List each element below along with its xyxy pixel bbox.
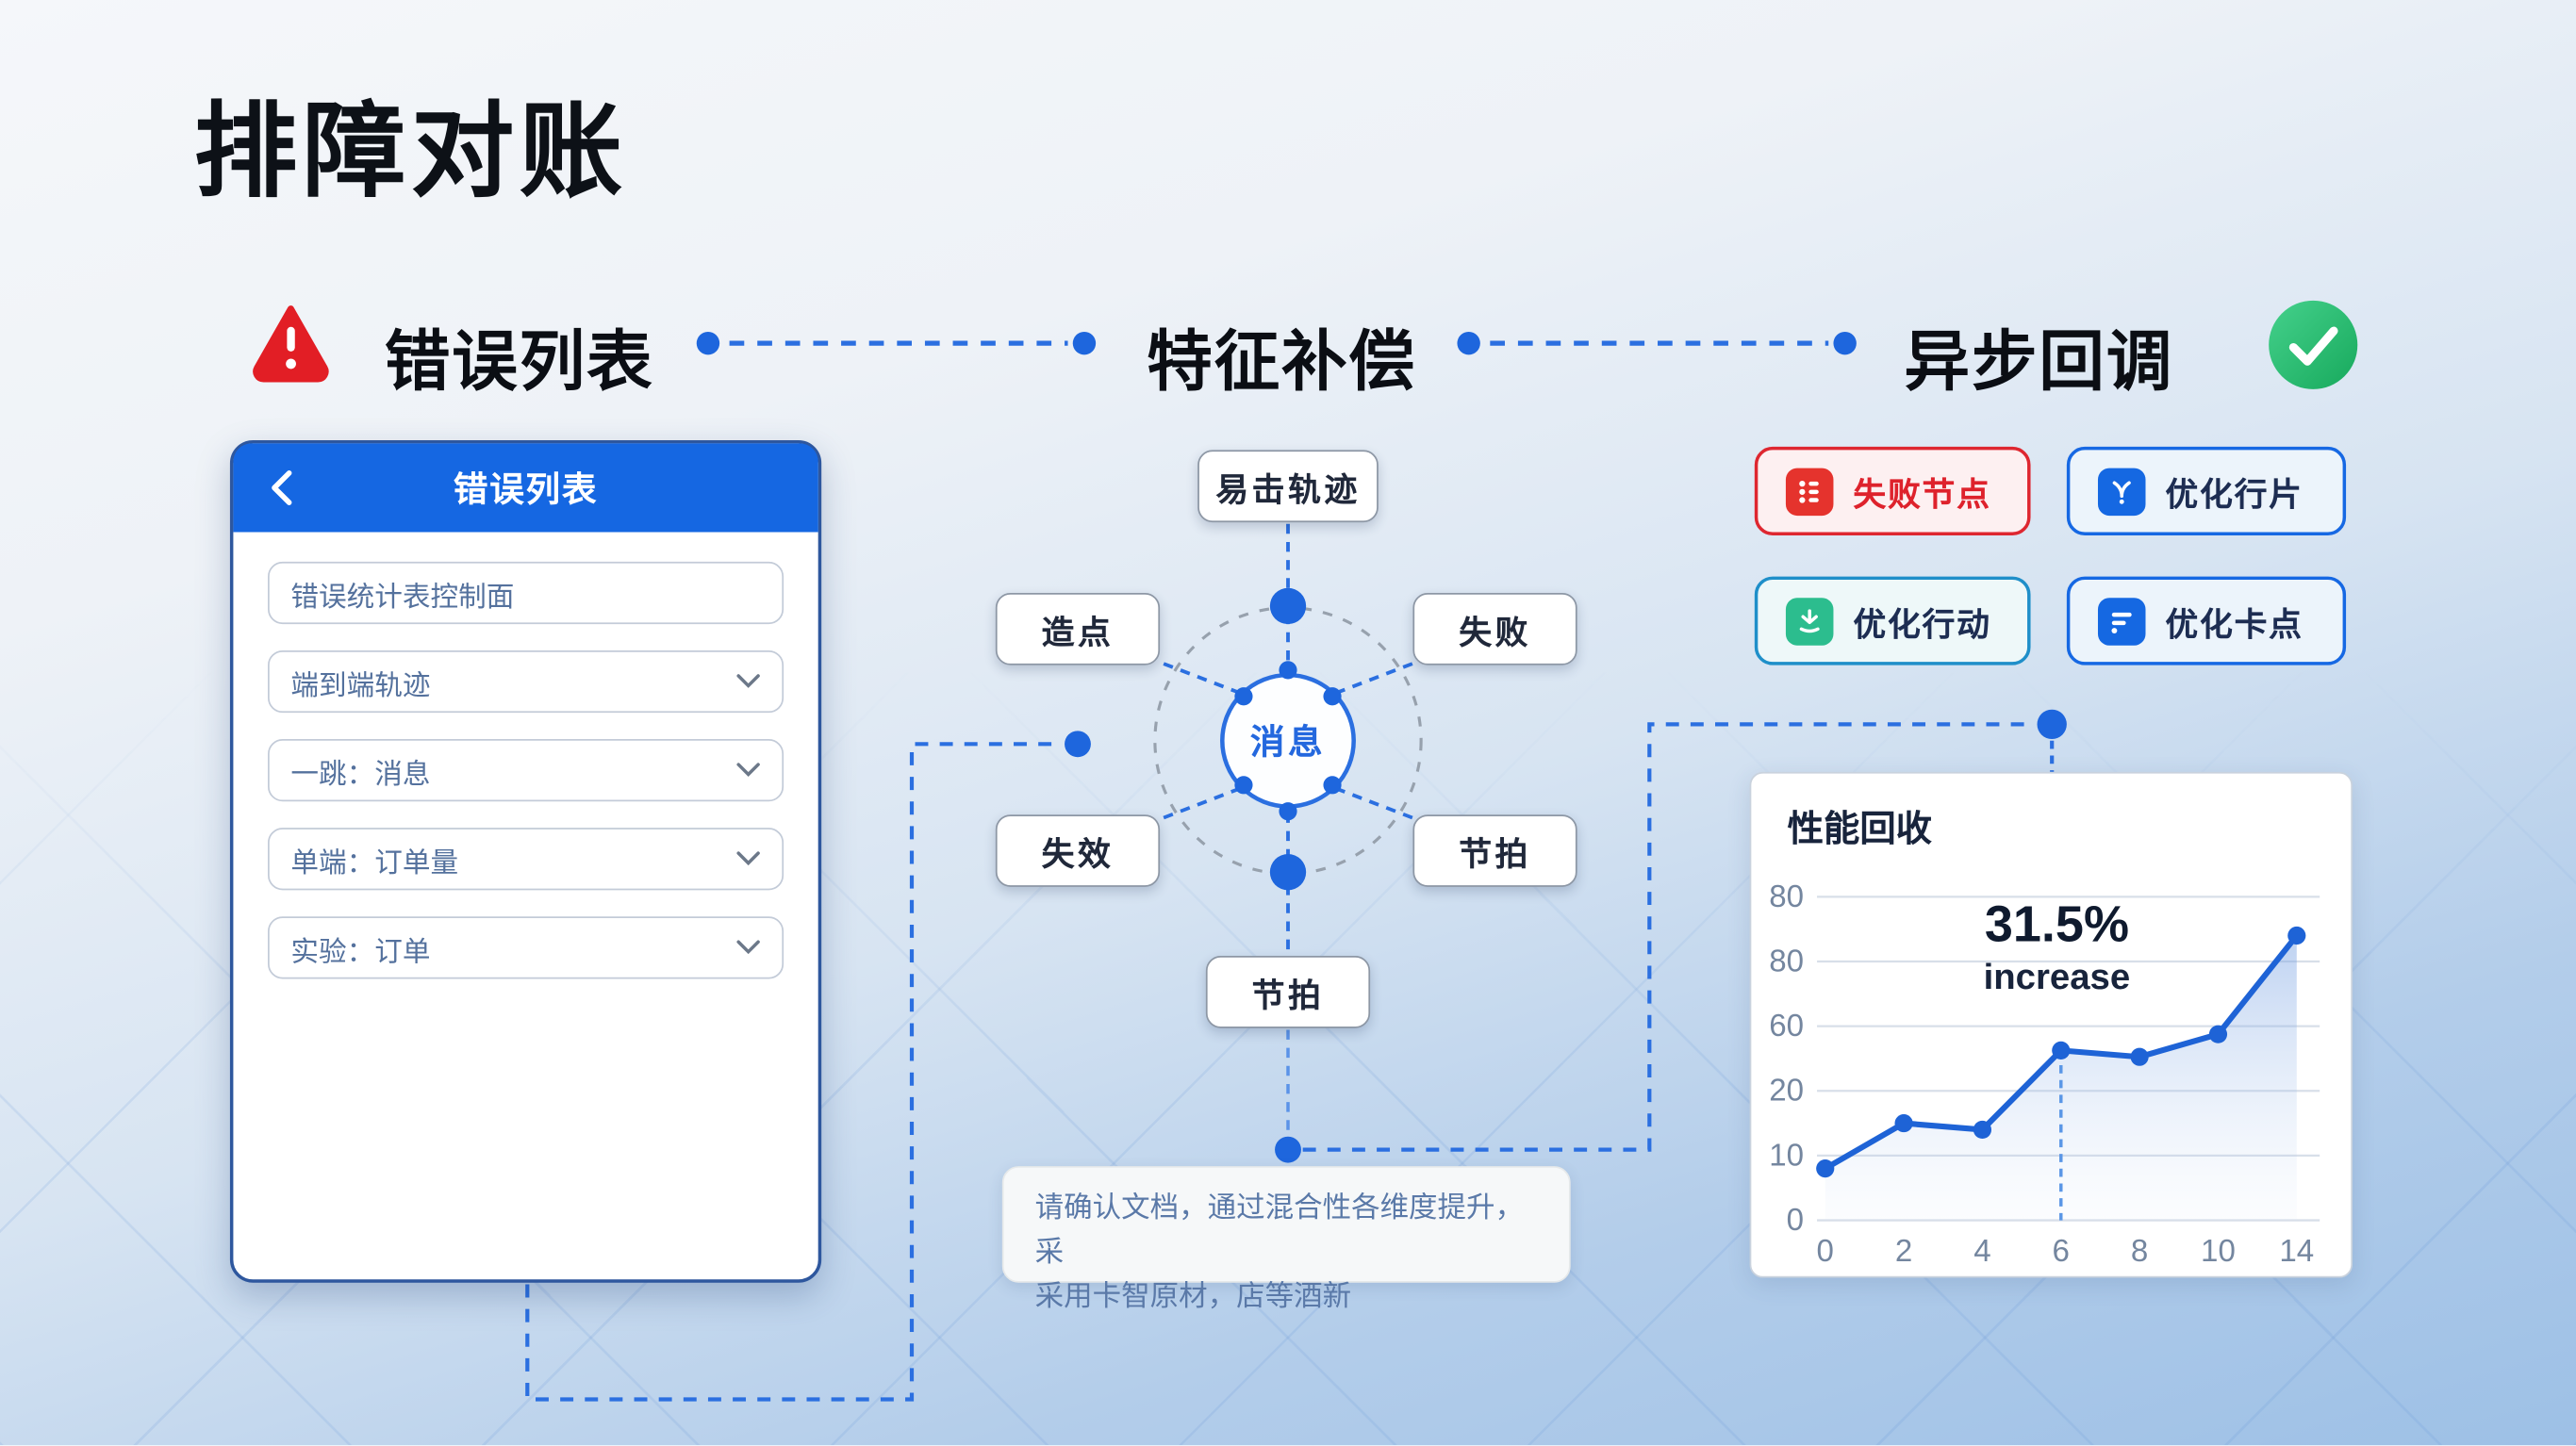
svg-text:4: 4 xyxy=(1973,1234,1990,1269)
svg-text:80: 80 xyxy=(1769,944,1804,978)
hub-node-upper-right: 失败 xyxy=(1412,592,1577,665)
plant-icon xyxy=(2097,467,2146,516)
section-label-feature-compensation: 特征补偿 xyxy=(1147,326,1416,400)
note-line-2: 采用卡智原材，店等酒新 xyxy=(1034,1279,1352,1313)
svg-text:6: 6 xyxy=(2053,1234,2070,1269)
dots-list-icon xyxy=(1785,467,1834,516)
chevron-down-icon xyxy=(736,762,761,778)
field-label: 实验：订单 xyxy=(290,935,431,967)
svg-text:2: 2 xyxy=(1895,1234,1912,1269)
hub-node-dots xyxy=(1234,587,1342,891)
performance-chart-svg: 80 80 60 20 10 00 2 4 6 8 10 14 xyxy=(1769,879,2320,1269)
hub-node-bottom: 节拍 xyxy=(1205,956,1371,1028)
filter-lines-icon xyxy=(2097,597,2146,645)
chevron-down-icon xyxy=(736,673,761,689)
svg-text:0: 0 xyxy=(1817,1234,1834,1269)
chip-label: 失败节点 xyxy=(1853,477,1991,514)
chevron-down-icon xyxy=(736,851,761,867)
svg-text:80: 80 xyxy=(1769,879,1804,914)
chart-annotation: 31.5% increase xyxy=(1909,896,2205,999)
back-button[interactable] xyxy=(259,465,305,511)
optimize-actions-chip[interactable]: 优化行动 xyxy=(1754,576,2031,665)
annotation-label: increase xyxy=(1983,956,2131,997)
field-one-hop-select[interactable]: 一跳：消息 xyxy=(268,739,784,802)
download-tray-icon xyxy=(1785,597,1834,645)
svg-text:20: 20 xyxy=(1769,1074,1804,1109)
field-label: 一跳：消息 xyxy=(290,758,431,790)
svg-text:10: 10 xyxy=(2201,1234,2236,1269)
header-link-dots xyxy=(696,331,1857,355)
field-single-end-select[interactable]: 单端：订单量 xyxy=(268,828,784,891)
optimize-slices-chip[interactable]: 优化行片 xyxy=(2066,446,2347,536)
hub-node-lower-left: 失效 xyxy=(995,814,1161,887)
chevron-down-icon xyxy=(736,940,761,956)
svg-text:14: 14 xyxy=(2279,1234,2314,1269)
connector-hub-to-chart xyxy=(1275,709,2067,1163)
failed-nodes-chip[interactable]: 失败节点 xyxy=(1754,446,2031,536)
field-e2e-trace-select[interactable]: 端到端轨迹 xyxy=(268,649,784,714)
optimize-blockers-chip[interactable]: 优化卡点 xyxy=(2066,576,2347,665)
field-error-stats[interactable]: 错误统计表控制面 xyxy=(268,561,784,625)
alert-triangle-icon xyxy=(253,305,329,383)
chevron-left-icon xyxy=(272,470,292,505)
chip-label: 优化行片 xyxy=(2165,477,2304,514)
svg-text:10: 10 xyxy=(1769,1138,1804,1173)
error-list-panel: 错误列表 错误统计表控制面 端到端轨迹 一跳：消息 xyxy=(229,439,822,1283)
panel-body: 错误统计表控制面 端到端轨迹 一跳：消息 单端：订单量 xyxy=(233,533,817,979)
chart-title: 性能回收 xyxy=(1787,808,1933,849)
svg-text:60: 60 xyxy=(1769,1009,1804,1043)
annotation-value: 31.5% xyxy=(1984,895,2129,953)
note-line-1: 请确认文档，通过混合性各维度提升，采 xyxy=(1034,1191,1525,1269)
field-experiment-select[interactable]: 实验：订单 xyxy=(268,916,784,979)
svg-text:8: 8 xyxy=(2131,1234,2148,1269)
note-box: 请确认文档，通过混合性各维度提升，采 采用卡智原材，店等酒新 xyxy=(1001,1166,1571,1313)
hub-node-lower-right: 节拍 xyxy=(1412,814,1577,887)
hub-node-upper-left: 造点 xyxy=(995,592,1161,665)
section-label-async-callback: 异步回调 xyxy=(1904,326,2174,400)
hub-center-label: 消息 xyxy=(1249,724,1327,763)
panel-header: 错误列表 xyxy=(233,443,818,533)
field-label: 端到端轨迹 xyxy=(290,669,431,701)
chip-label: 优化卡点 xyxy=(2165,606,2304,644)
field-label: 错误统计表控制面 xyxy=(290,580,515,613)
field-label: 单端：订单量 xyxy=(290,846,459,879)
connector-panel-to-hub xyxy=(525,731,1091,1402)
hub-node-top: 易击轨迹 xyxy=(1197,450,1379,523)
check-circle-icon xyxy=(2269,300,2358,389)
panel-title: 错误列表 xyxy=(453,471,599,510)
section-label-error-list: 错误列表 xyxy=(384,326,654,400)
page-title: 排障对账 xyxy=(193,95,628,211)
svg-text:0: 0 xyxy=(1787,1203,1804,1238)
chip-label: 优化行动 xyxy=(1853,606,1991,644)
